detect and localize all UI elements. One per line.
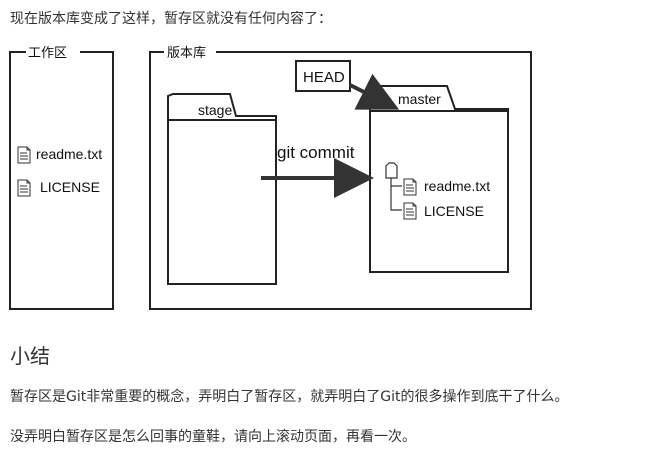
file-icon (403, 178, 417, 196)
master-file-readme: readme.txt (424, 178, 490, 194)
workspace-file-readme: readme.txt (36, 146, 102, 162)
head-arrow (349, 73, 400, 110)
folder-icon (385, 162, 398, 179)
section-title: 小结 (10, 344, 50, 368)
master-file-license: LICENSE (424, 203, 484, 219)
file-icon (17, 146, 31, 164)
repository-box: 版本库 (149, 45, 532, 310)
git-stage-diagram: 工作区 readme.txt LICENSE 版本库 stage master … (9, 45, 532, 310)
head-pointer: HEAD (295, 60, 400, 110)
paragraph-1: 暂存区是Git非常重要的概念，弄明白了暂存区，就弄明白了Git的很多操作到底干了… (10, 389, 569, 405)
workspace-label: 工作区 (28, 45, 67, 60)
paragraph-2: 没弄明白暂存区是怎么回事的童鞋，请向上滚动页面，再看一次。 (10, 429, 416, 445)
repository-label: 版本库 (167, 45, 206, 60)
git-commit-arrow: git commit (261, 143, 374, 198)
file-icon (403, 202, 417, 220)
stage-folder: stage (167, 93, 277, 285)
commit-label: git commit (277, 143, 355, 162)
stage-label: stage (198, 102, 232, 118)
workspace-box: 工作区 readme.txt LICENSE (9, 45, 114, 310)
head-label: HEAD (303, 69, 345, 86)
master-label: master (398, 91, 441, 107)
workspace-file-license: LICENSE (40, 179, 100, 195)
commit-tree: readme.txt LICENSE (385, 162, 490, 220)
intro-text: 现在版本库变成了这样，暂存区就没有任何内容了： (10, 11, 332, 27)
file-icon (17, 179, 31, 197)
